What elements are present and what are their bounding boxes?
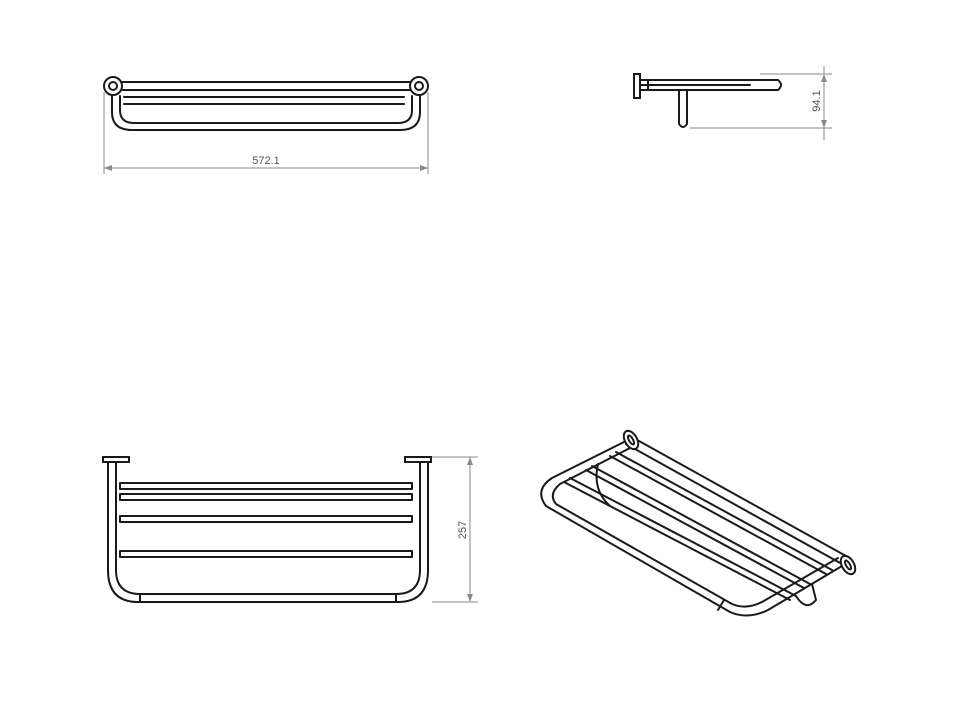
top-view-width-dimension: 572.1: [103, 92, 429, 174]
iso-view-top-flange: [622, 429, 640, 451]
side-view-wall-plate: [633, 73, 641, 99]
front-view-shelf-bars: [119, 482, 413, 558]
iso-view-back-rail: [625, 435, 847, 607]
side-view-lower-tube: [678, 89, 688, 128]
top-view-width-label: 572.1: [252, 155, 280, 167]
side-view: 94.1: [633, 66, 832, 140]
side-view-height-label: 94.1: [811, 90, 823, 111]
front-view-height-dimension: 257: [432, 456, 478, 603]
front-view-height-label: 257: [457, 521, 469, 539]
front-view-right-flange: [404, 456, 432, 463]
top-view-rails: [111, 81, 421, 131]
iso-view-bottom-flange: [839, 554, 857, 576]
side-view-shelf-arm: [639, 79, 782, 91]
front-view-frame: [107, 461, 429, 603]
top-view-left-flange: [103, 76, 123, 96]
iso-view-outer-frame: [540, 439, 843, 617]
top-view-right-flange: [409, 76, 429, 96]
top-view: 572.1: [103, 76, 429, 174]
side-view-height-dimension: 94.1: [690, 66, 832, 140]
iso-view-shelf-bars: [563, 451, 833, 601]
iso-view: [540, 429, 857, 617]
front-view: 257: [102, 456, 478, 603]
